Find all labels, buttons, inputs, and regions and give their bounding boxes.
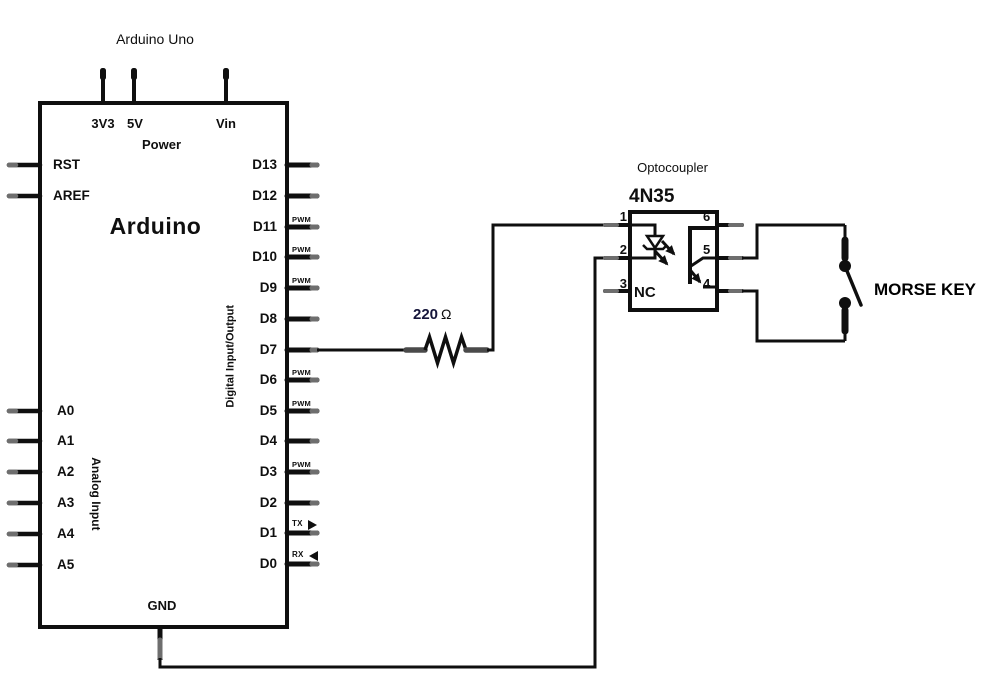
opto-pin-2: 2 bbox=[619, 242, 627, 257]
optocoupler-body bbox=[603, 210, 744, 312]
resistor-zigzag bbox=[423, 331, 468, 369]
pin-label-5v: 5V bbox=[127, 116, 143, 131]
tx-arrow-icon bbox=[308, 520, 317, 530]
pin-label-d3: D3 bbox=[259, 464, 277, 479]
gnd-wire bbox=[157, 256, 606, 669]
tx-tag: TX bbox=[292, 519, 303, 528]
pin-label-a3: A3 bbox=[57, 495, 75, 510]
rx-arrow-icon bbox=[309, 551, 318, 561]
pwm-tag-d5: PWM bbox=[292, 399, 311, 408]
pin-label-d5: D5 bbox=[259, 403, 277, 418]
pin-label-d10: D10 bbox=[252, 249, 277, 264]
d7-wire bbox=[317, 223, 606, 369]
arduino-board-outline bbox=[38, 101, 289, 629]
pin-label-3v3: 3V3 bbox=[91, 116, 115, 131]
morse-key-label: MORSE KEY bbox=[874, 280, 977, 299]
analog-section-label: Analog Input bbox=[88, 457, 103, 531]
pwm-tag-d9: PWM bbox=[292, 276, 311, 285]
optocoupler-part-number: 4N35 bbox=[629, 186, 675, 207]
pin-label-d8: D8 bbox=[259, 311, 277, 326]
resistor-value: 220 bbox=[413, 306, 439, 323]
pin-label-d7: D7 bbox=[259, 342, 277, 357]
pin-label-d9: D9 bbox=[259, 280, 277, 295]
pin-label-d6: D6 bbox=[259, 372, 277, 387]
morse-key-switch bbox=[742, 223, 863, 343]
opto-pin-1: 1 bbox=[619, 209, 627, 224]
pin-label-vin: Vin bbox=[216, 116, 236, 131]
pwm-tag-d6: PWM bbox=[292, 368, 311, 377]
gnd-label: GND bbox=[147, 598, 177, 613]
pin-label-d13: D13 bbox=[252, 157, 277, 172]
board-name: Arduino bbox=[109, 213, 202, 239]
rx-tag: RX bbox=[292, 550, 304, 559]
pin-label-a5: A5 bbox=[57, 557, 75, 572]
pin-label-d12: D12 bbox=[252, 188, 277, 203]
switch-lever bbox=[845, 269, 863, 307]
power-section-label: Power bbox=[141, 137, 181, 152]
pin-label-aref: AREF bbox=[53, 188, 90, 203]
arduino-left-pins bbox=[6, 162, 43, 568]
light-arrows-icon bbox=[653, 239, 676, 266]
opto-pin-4: 4 bbox=[703, 276, 711, 291]
board-title: Arduino Uno bbox=[116, 31, 194, 47]
opto-nc-label: NC bbox=[634, 284, 656, 301]
transistor-symbol bbox=[688, 226, 717, 289]
arduino-top-pins bbox=[100, 68, 229, 103]
pin-label-rst: RST bbox=[53, 157, 80, 172]
opto-pin-6: 6 bbox=[703, 209, 711, 224]
opto-pin-5: 5 bbox=[703, 242, 711, 257]
pin-label-d11: D11 bbox=[252, 219, 277, 234]
pwm-tag-d11: PWM bbox=[292, 215, 311, 224]
arduino-right-pins bbox=[284, 162, 320, 567]
pin-label-d0: D0 bbox=[259, 556, 277, 571]
pin-label-d1: D1 bbox=[259, 525, 277, 540]
pwm-tag-d3: PWM bbox=[292, 460, 311, 469]
pin-label-a4: A4 bbox=[57, 526, 75, 541]
digital-section-label: Digital Input/Output bbox=[224, 304, 237, 408]
opto-pin-3: 3 bbox=[619, 276, 627, 291]
pin-label-d4: D4 bbox=[259, 433, 277, 448]
pin-label-a2: A2 bbox=[57, 464, 75, 479]
pin-label-d2: D2 bbox=[259, 495, 277, 510]
optocoupler-section-label: Optocoupler bbox=[637, 160, 708, 175]
pin-label-a1: A1 bbox=[57, 433, 75, 448]
pin-label-a0: A0 bbox=[57, 403, 75, 418]
pwm-tag-d10: PWM bbox=[292, 245, 311, 254]
resistor-unit: Ω bbox=[441, 306, 452, 322]
